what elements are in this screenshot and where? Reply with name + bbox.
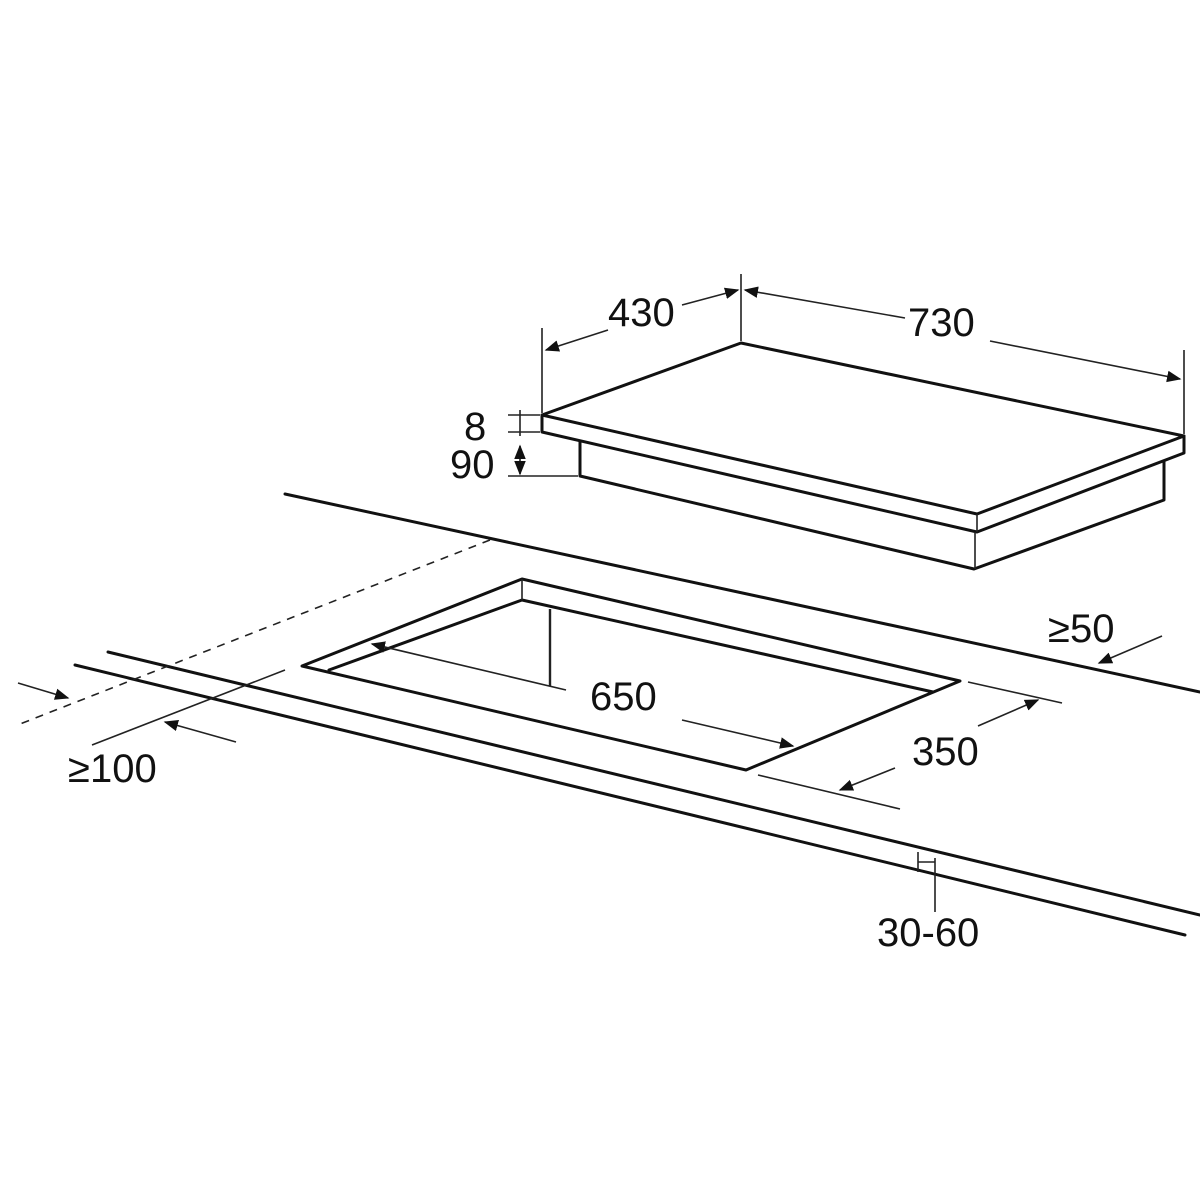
worktop-rear-edge (283, 492, 1200, 694)
cutout-depth-label: 350 (912, 730, 979, 774)
rear-clearance-label: ≥50 (1048, 607, 1114, 651)
worktop (19, 492, 1200, 937)
clearances: ≥50 ≥100 30-60 (17, 607, 1163, 955)
hob-depth-label: 430 (608, 291, 675, 335)
front-clearance-label: ≥100 (68, 747, 157, 791)
cutout-depth-arrow-top (977, 699, 1040, 727)
hob (540, 341, 1186, 571)
depth-arrow-left (544, 329, 609, 352)
width-arrow-right (989, 340, 1182, 383)
worktop-side-dashed-line (19, 539, 491, 725)
width-arrow-left (743, 286, 906, 319)
worktop-thickness-label: 30-60 (877, 911, 979, 955)
glass-thickness-label: 8 (464, 405, 486, 449)
extension-line (757, 774, 901, 810)
worktop-front-top-edge (106, 650, 1200, 917)
front-clearance-arrow (163, 719, 237, 743)
worktop-front-bottom-edge (73, 663, 1187, 937)
cutout-width-label: 650 (590, 675, 657, 719)
hob-dimensions: 430 730 8 90 (450, 274, 1185, 487)
cutout-width-arrow-right (681, 719, 795, 749)
extension-line (91, 669, 286, 746)
cutout-depth-arrow-bottom (838, 767, 896, 791)
extension-line (967, 681, 1063, 704)
rear-clearance-arrow (1097, 635, 1163, 664)
hob-width-label: 730 (908, 301, 975, 345)
cutout-width-arrow-left (370, 641, 567, 691)
cutout: 650 350 (300, 577, 1063, 810)
cutout-outer-edge (300, 577, 962, 772)
side-arrow (17, 682, 70, 700)
body-height-label: 90 (450, 443, 495, 487)
depth-arrow-right (681, 287, 740, 306)
hob-body (578, 440, 1166, 571)
